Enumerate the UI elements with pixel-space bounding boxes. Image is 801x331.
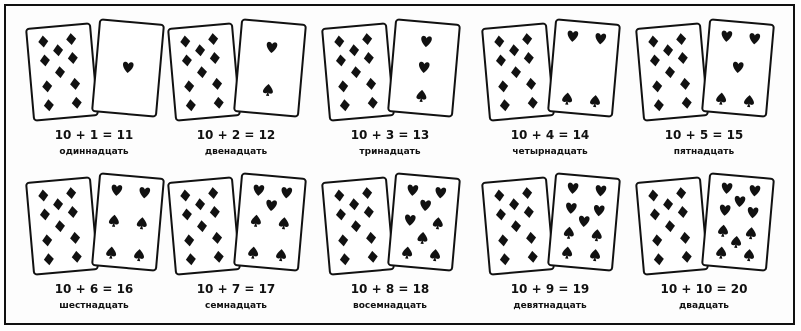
number-word: двадцать (679, 301, 729, 311)
number-word: пятнадцать (674, 147, 735, 157)
card-pair-5: 10 + 5 = 15 пятнадцать (636, 19, 774, 157)
addition-equation: 10 + 5 = 15 (665, 128, 744, 142)
right-card-5 (702, 19, 774, 116)
card-outline (388, 173, 460, 270)
card-pair-8: 10 + 8 = 18 восемнадцать (322, 173, 460, 311)
addition-equation: 10 + 10 = 20 (661, 282, 748, 296)
addition-equation: 10 + 3 = 13 (351, 128, 430, 142)
addition-equation: 10 + 8 = 18 (351, 282, 430, 296)
ten-of-diamonds-card (322, 177, 394, 274)
ten-of-diamonds-card (482, 177, 554, 274)
right-card-1 (92, 19, 164, 116)
addition-equation: 10 + 4 = 14 (511, 128, 590, 142)
right-card-3 (388, 19, 460, 116)
addition-equation: 10 + 6 = 16 (55, 282, 134, 296)
number-word: тринадцать (359, 147, 420, 157)
ten-of-diamonds-card (26, 23, 98, 120)
number-word: двенадцать (205, 147, 268, 157)
right-card-7 (234, 173, 306, 270)
card-outline (234, 19, 306, 116)
card-pair-2: 10 + 2 = 12 двенадцать (168, 19, 306, 157)
card-outline (702, 173, 774, 270)
right-card-10 (702, 173, 774, 270)
ten-of-diamonds-card (322, 23, 394, 120)
ten-of-diamonds-card (482, 23, 554, 120)
right-card-9 (548, 173, 620, 270)
card-pair-7: 10 + 7 = 17 семнадцать (168, 173, 306, 311)
addition-equation: 10 + 7 = 17 (197, 282, 276, 296)
number-word: одиннадцать (59, 147, 128, 157)
number-word: семнадцать (205, 301, 267, 311)
ten-of-diamonds-card (168, 177, 240, 274)
card-outline (548, 19, 620, 116)
card-pair-4: 10 + 4 = 14 четырнадцать (482, 19, 620, 157)
number-word: четырнадцать (512, 147, 588, 157)
card-pair-10: 10 + 10 = 20 двадцать (636, 173, 774, 311)
ten-of-diamonds-card (636, 23, 708, 120)
number-word: шестнадцать (59, 301, 129, 311)
number-word: восемнадцать (353, 301, 427, 311)
card-pair-3: 10 + 3 = 13 тринадцать (322, 19, 460, 157)
right-card-6 (92, 173, 164, 270)
card-pair-6: 10 + 6 = 16 шестнадцать (26, 173, 164, 311)
right-card-8 (388, 173, 460, 270)
addition-equation: 10 + 2 = 12 (197, 128, 276, 142)
number-word: девятнадцать (513, 301, 587, 311)
ten-of-diamonds-card (636, 177, 708, 274)
addition-equation: 10 + 1 = 11 (55, 128, 134, 142)
ten-of-diamonds-card (168, 23, 240, 120)
ten-of-diamonds-card (26, 177, 98, 274)
card-outline (92, 173, 164, 270)
right-card-2 (234, 19, 306, 116)
right-card-4 (548, 19, 620, 116)
addition-equation: 10 + 9 = 19 (511, 282, 590, 296)
card-outline (234, 173, 306, 270)
card-pair-9: 10 + 9 = 19 девятнадцать (482, 173, 620, 311)
card-pair-1: 10 + 1 = 11 одиннадцать (26, 19, 164, 157)
